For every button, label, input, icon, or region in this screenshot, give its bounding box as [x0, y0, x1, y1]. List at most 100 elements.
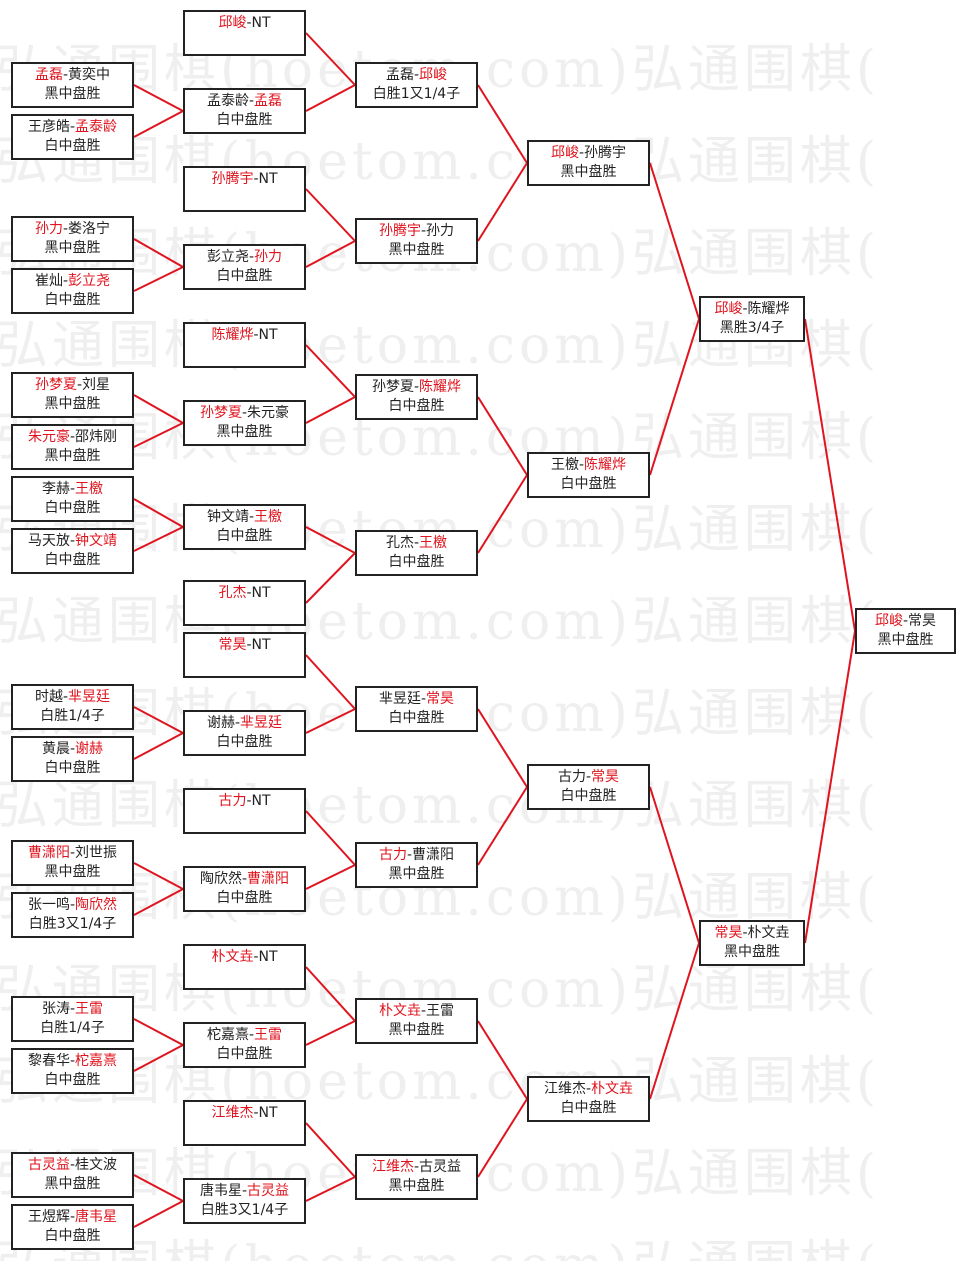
separator: -: [413, 67, 420, 83]
match-box-round2: 柁嘉熹-王雷白中盘胜: [183, 1022, 306, 1068]
separator: -: [62, 689, 69, 705]
match-result: 白中盘胜: [44, 292, 101, 308]
player-black: 时越: [34, 689, 63, 705]
match-players: 邱峻-陈耀烨: [701, 300, 803, 319]
separator: -: [69, 119, 76, 135]
player-black: 唐韦星: [199, 1183, 242, 1199]
player-white: NT: [258, 171, 278, 187]
match-box-round1: 王彦皓-孟泰龄白中盘胜: [11, 114, 134, 160]
bracket-connector: [804, 318, 856, 632]
match-players: 孙梦夏-陈耀烨: [357, 378, 476, 397]
player-black: 孟泰龄: [206, 93, 249, 109]
match-players: 张涛-王雷: [13, 1000, 132, 1019]
separator: -: [246, 585, 252, 601]
match-players: 王煜辉-唐韦星: [13, 1208, 132, 1227]
match-box-round3: 孙腾宇-孙力黑中盘胜: [355, 218, 478, 264]
match-players: 芈昱廷-常昊: [357, 690, 476, 709]
separator: -: [413, 535, 420, 551]
player-black: 孙梦夏: [34, 377, 77, 393]
match-players: 谢赫-芈昱廷: [185, 714, 304, 733]
separator: -: [69, 741, 76, 757]
player-white: 曹潇阳: [247, 871, 290, 887]
separator: -: [420, 223, 427, 239]
match-players: 钟文靖-王檄: [185, 508, 304, 527]
separator: -: [578, 145, 585, 161]
match-box-round3: 孙梦夏-陈耀烨白中盘胜: [355, 374, 478, 420]
separator: -: [69, 1157, 76, 1173]
match-result: 白中盘胜: [216, 268, 273, 284]
bracket-connector: [133, 84, 184, 112]
match-players: 古力-NT: [185, 792, 304, 811]
player-black: 谢赫: [206, 715, 235, 731]
player-black: 王檄: [550, 457, 579, 473]
separator: -: [246, 637, 252, 653]
player-white: NT: [258, 1105, 278, 1121]
bracket-connector: [133, 706, 184, 734]
match-players: 孔杰-NT: [185, 584, 304, 603]
player-black: 朴文垚: [211, 949, 254, 965]
match-players: 邱峻-孙腾宇: [529, 144, 648, 163]
player-black: 曹潇阳: [27, 845, 70, 861]
bracket-connector: [133, 862, 184, 890]
bracket-connector: [649, 162, 700, 320]
player-white: 古灵益: [419, 1159, 462, 1175]
player-black: 王煜辉: [27, 1209, 70, 1225]
separator: -: [241, 871, 248, 887]
player-white: 孙腾宇: [584, 145, 627, 161]
player-white: 唐韦星: [75, 1209, 118, 1225]
match-box-round2: 谢赫-芈昱廷白中盘胜: [183, 710, 306, 756]
player-white: 谢赫: [75, 741, 104, 757]
match-box-round1: 朱元豪-邵炜刚黑中盘胜: [11, 424, 134, 470]
separator: -: [248, 93, 255, 109]
match-result: 白中盘胜: [44, 552, 101, 568]
player-white: NT: [251, 15, 271, 31]
player-black: 陶欣然: [199, 871, 242, 887]
player-white: 柁嘉熹: [75, 1053, 118, 1069]
match-result: 白中盘胜: [560, 788, 617, 804]
player-black: 芈昱廷: [378, 691, 421, 707]
separator: -: [248, 509, 255, 525]
match-players: 柁嘉熹-王雷: [185, 1026, 304, 1045]
match-players: 孙腾宇-NT: [185, 170, 304, 189]
player-black: 古灵益: [27, 1157, 70, 1173]
separator: -: [69, 845, 76, 861]
match-box-round1: 王煜辉-唐韦星白中盘胜: [11, 1204, 134, 1250]
match-players: 孙力-娄洛宁: [13, 220, 132, 239]
match-box-round1: 马天放-钟文靖白中盘胜: [11, 528, 134, 574]
match-box-round2-seeds: 江维杰-NT: [183, 1100, 306, 1146]
player-white: 常昊: [591, 769, 620, 785]
player-black: 常昊: [714, 925, 743, 941]
player-white: 王檄: [75, 481, 104, 497]
bracket-connector: [649, 318, 700, 476]
match-players: 唐韦星-古灵益: [185, 1182, 304, 1201]
bracket-connector: [305, 344, 356, 398]
bracket-connector: [133, 732, 184, 760]
player-white: NT: [251, 585, 271, 601]
bracket-connector: [133, 238, 184, 268]
player-black: 孙梦夏: [199, 405, 242, 421]
match-box-semifinal: 常昊-朴文垚黑中盘胜: [699, 920, 805, 966]
bracket-connector: [133, 394, 184, 424]
match-result: 白胜1/4子: [40, 1020, 105, 1036]
bracket-connector: [133, 110, 184, 138]
match-box-round1: 孟磊-黄奕中黑中盘胜: [11, 62, 134, 108]
player-black: 江维杰: [211, 1105, 254, 1121]
separator: -: [585, 1081, 592, 1097]
match-result: 黑中盘胜: [388, 866, 445, 882]
bracket-connector: [305, 32, 356, 86]
match-box-round2: 彭立尧-孙力白中盘胜: [183, 244, 306, 290]
player-white: 黄奕中: [68, 67, 111, 83]
separator: -: [902, 613, 909, 629]
bracket-connector: [305, 1020, 356, 1046]
bracket-connector: [133, 526, 184, 552]
player-white: 刘世振: [75, 845, 118, 861]
bracket-connector: [305, 654, 356, 710]
player-white: NT: [251, 637, 271, 653]
match-result: 白中盘胜: [388, 554, 445, 570]
bracket-connector: [133, 1018, 184, 1046]
match-result: 白中盘胜: [44, 1072, 101, 1088]
match-result: 白中盘胜: [216, 112, 273, 128]
match-players: 常昊-朴文垚: [701, 924, 803, 943]
match-players: 古灵益-桂文波: [13, 1156, 132, 1175]
match-box-round1: 黎春华-柁嘉熹白中盘胜: [11, 1048, 134, 1094]
